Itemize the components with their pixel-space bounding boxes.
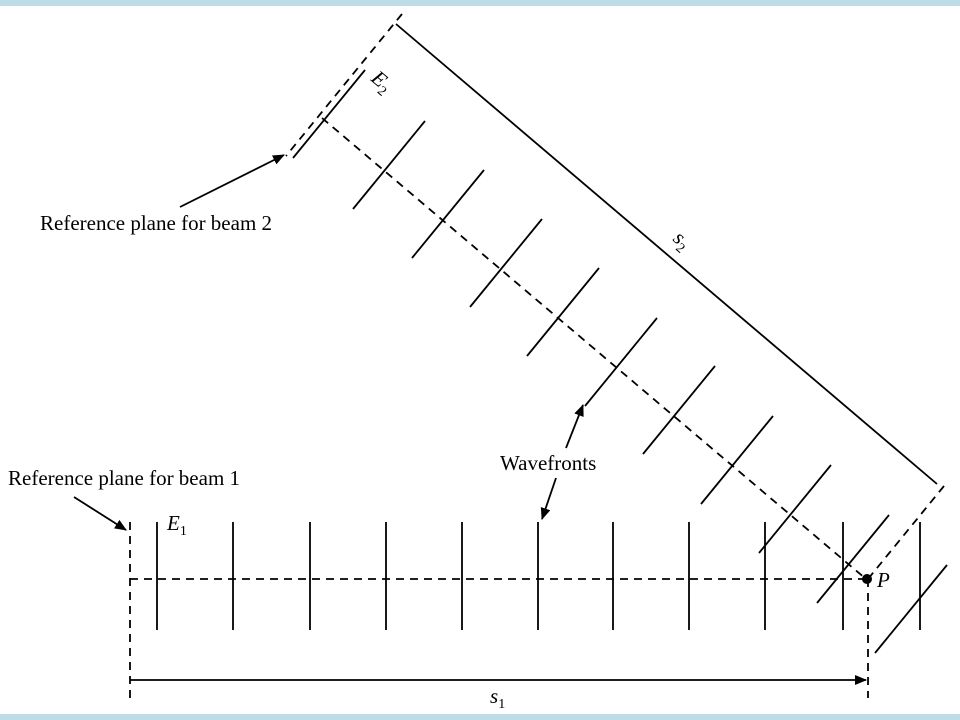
s1-label: s1 bbox=[490, 684, 505, 712]
beam1-wavefronts bbox=[156, 522, 921, 630]
wavefront bbox=[700, 415, 774, 505]
point-p-marker bbox=[862, 574, 872, 584]
point-p-label: P bbox=[876, 568, 890, 592]
diagram-canvas bbox=[0, 6, 960, 714]
wavefront bbox=[352, 120, 426, 210]
ref-plane-beam1-label: Reference plane for beam 1 bbox=[8, 466, 240, 490]
ref-plane-beam2-label: Reference plane for beam 2 bbox=[40, 211, 272, 235]
wavefronts-label: Wavefronts bbox=[500, 451, 596, 475]
beam2-reference-plane bbox=[285, 13, 403, 157]
wavefronts-arrow-up bbox=[565, 404, 584, 449]
ref-plane-beam1-arrow bbox=[73, 496, 127, 531]
e1-label: E1 bbox=[166, 511, 187, 539]
wavefront bbox=[758, 464, 832, 554]
wavefront bbox=[642, 365, 716, 455]
beam2-axis bbox=[321, 117, 867, 580]
wavefront bbox=[411, 169, 485, 259]
wavefront bbox=[874, 564, 948, 654]
wavefront bbox=[292, 69, 366, 159]
beam2-wavefronts bbox=[292, 69, 948, 654]
wavefront bbox=[469, 218, 543, 308]
s2-line bbox=[395, 23, 938, 485]
wavefront bbox=[584, 317, 658, 407]
beam2-end-plane bbox=[867, 485, 945, 580]
wavefronts-arrow-down bbox=[540, 477, 557, 520]
ref-plane-beam2-arrow bbox=[179, 154, 285, 208]
e2-label: E2 bbox=[363, 65, 397, 100]
s2-label: s2 bbox=[666, 225, 696, 256]
wavefront bbox=[526, 267, 600, 357]
wavefront bbox=[816, 514, 890, 604]
